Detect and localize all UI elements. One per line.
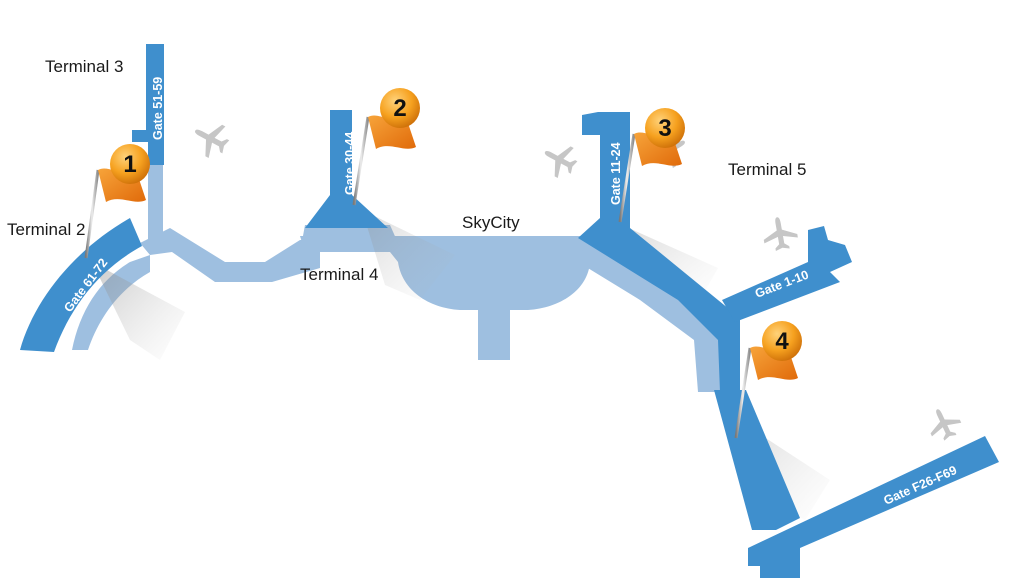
marker-number: 3 <box>658 115 671 142</box>
airplane-icon <box>186 114 235 163</box>
airplane-icon <box>922 402 966 445</box>
flag-marker-3[interactable]: 3 <box>618 108 685 223</box>
pin-icon <box>352 116 370 206</box>
terminal-2-label: Terminal 2 <box>7 220 85 239</box>
marker-badge <box>110 144 150 184</box>
flag-marker-4[interactable]: 4 <box>734 321 802 439</box>
gate-11-24-label: Gate 11-24 <box>609 142 623 205</box>
dark-concourses <box>20 44 999 578</box>
airplane-icon <box>537 137 583 183</box>
pin-icon <box>618 133 636 223</box>
terminal-labels: Terminal 3 Terminal 2 Terminal 4 Termina… <box>7 57 806 284</box>
pin-icon <box>84 169 100 259</box>
gate-30-44-label: Gate 30-44 <box>343 132 357 195</box>
skycity-label: SkyCity <box>462 213 520 232</box>
pin-icon <box>734 347 752 439</box>
terminal-3-label: Terminal 3 <box>45 57 123 76</box>
marker-badge <box>645 108 685 148</box>
marker-badge <box>380 88 420 128</box>
marker-number: 1 <box>123 151 136 178</box>
terminal-5-label: Terminal 5 <box>728 160 806 179</box>
gate-51-59-label: Gate 51-59 <box>151 77 165 140</box>
terminal-4-label: Terminal 4 <box>300 265 378 284</box>
marker-number: 2 <box>393 95 406 122</box>
marker-badge <box>762 321 802 361</box>
airplane-icon <box>760 214 800 253</box>
flag-marker-1[interactable]: 1 <box>84 144 150 259</box>
flag-marker-2[interactable]: 2 <box>352 88 420 206</box>
marker-number: 4 <box>775 328 789 355</box>
